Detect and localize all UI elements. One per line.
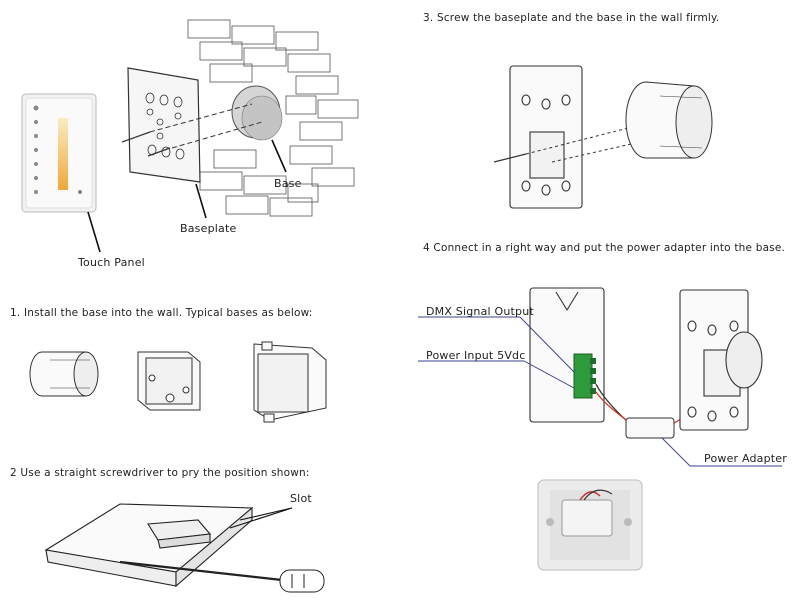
callout-lines bbox=[418, 316, 782, 467]
base-box-in-wall bbox=[231, 85, 283, 141]
step4-front-plate bbox=[679, 289, 763, 431]
step4-text: 4 Connect in a right way and put the pow… bbox=[423, 242, 786, 254]
label-power-adapter: Power Adapter bbox=[704, 452, 787, 465]
label-baseplate: Baseplate bbox=[180, 222, 237, 235]
label-touch-panel: Touch Panel bbox=[78, 256, 145, 269]
label-power-input: Power Input 5Vdc bbox=[426, 349, 526, 362]
round-base bbox=[29, 351, 99, 397]
label-base: Base bbox=[274, 177, 302, 190]
step3-round-base bbox=[625, 81, 713, 159]
baseplate bbox=[127, 67, 201, 183]
leader-lines bbox=[87, 139, 287, 253]
step1-text: 1. Install the base into the wall. Typic… bbox=[10, 307, 313, 319]
touch-panel bbox=[21, 93, 97, 213]
label-dmx-signal-output: DMX Signal Output bbox=[426, 305, 534, 318]
mounting-screws bbox=[121, 103, 263, 157]
step3-text: 3. Screw the baseplate and the base in t… bbox=[423, 12, 720, 24]
adapter-photo bbox=[537, 479, 643, 571]
step3-baseplate bbox=[509, 65, 583, 209]
step2-text: 2 Use a straight screwdriver to pry the … bbox=[10, 467, 310, 479]
pry-illustration bbox=[44, 503, 254, 588]
step4-back-panel bbox=[529, 287, 605, 423]
square-base bbox=[137, 351, 201, 411]
step3-screws bbox=[493, 125, 641, 163]
label-slot: Slot bbox=[290, 492, 312, 505]
brick-wall bbox=[187, 19, 359, 217]
dmx-terminal-block bbox=[573, 353, 596, 399]
slot-leader bbox=[229, 507, 293, 529]
screwdriver bbox=[119, 560, 325, 593]
rectangular-base bbox=[253, 341, 327, 423]
power-adapter-module bbox=[625, 417, 675, 439]
